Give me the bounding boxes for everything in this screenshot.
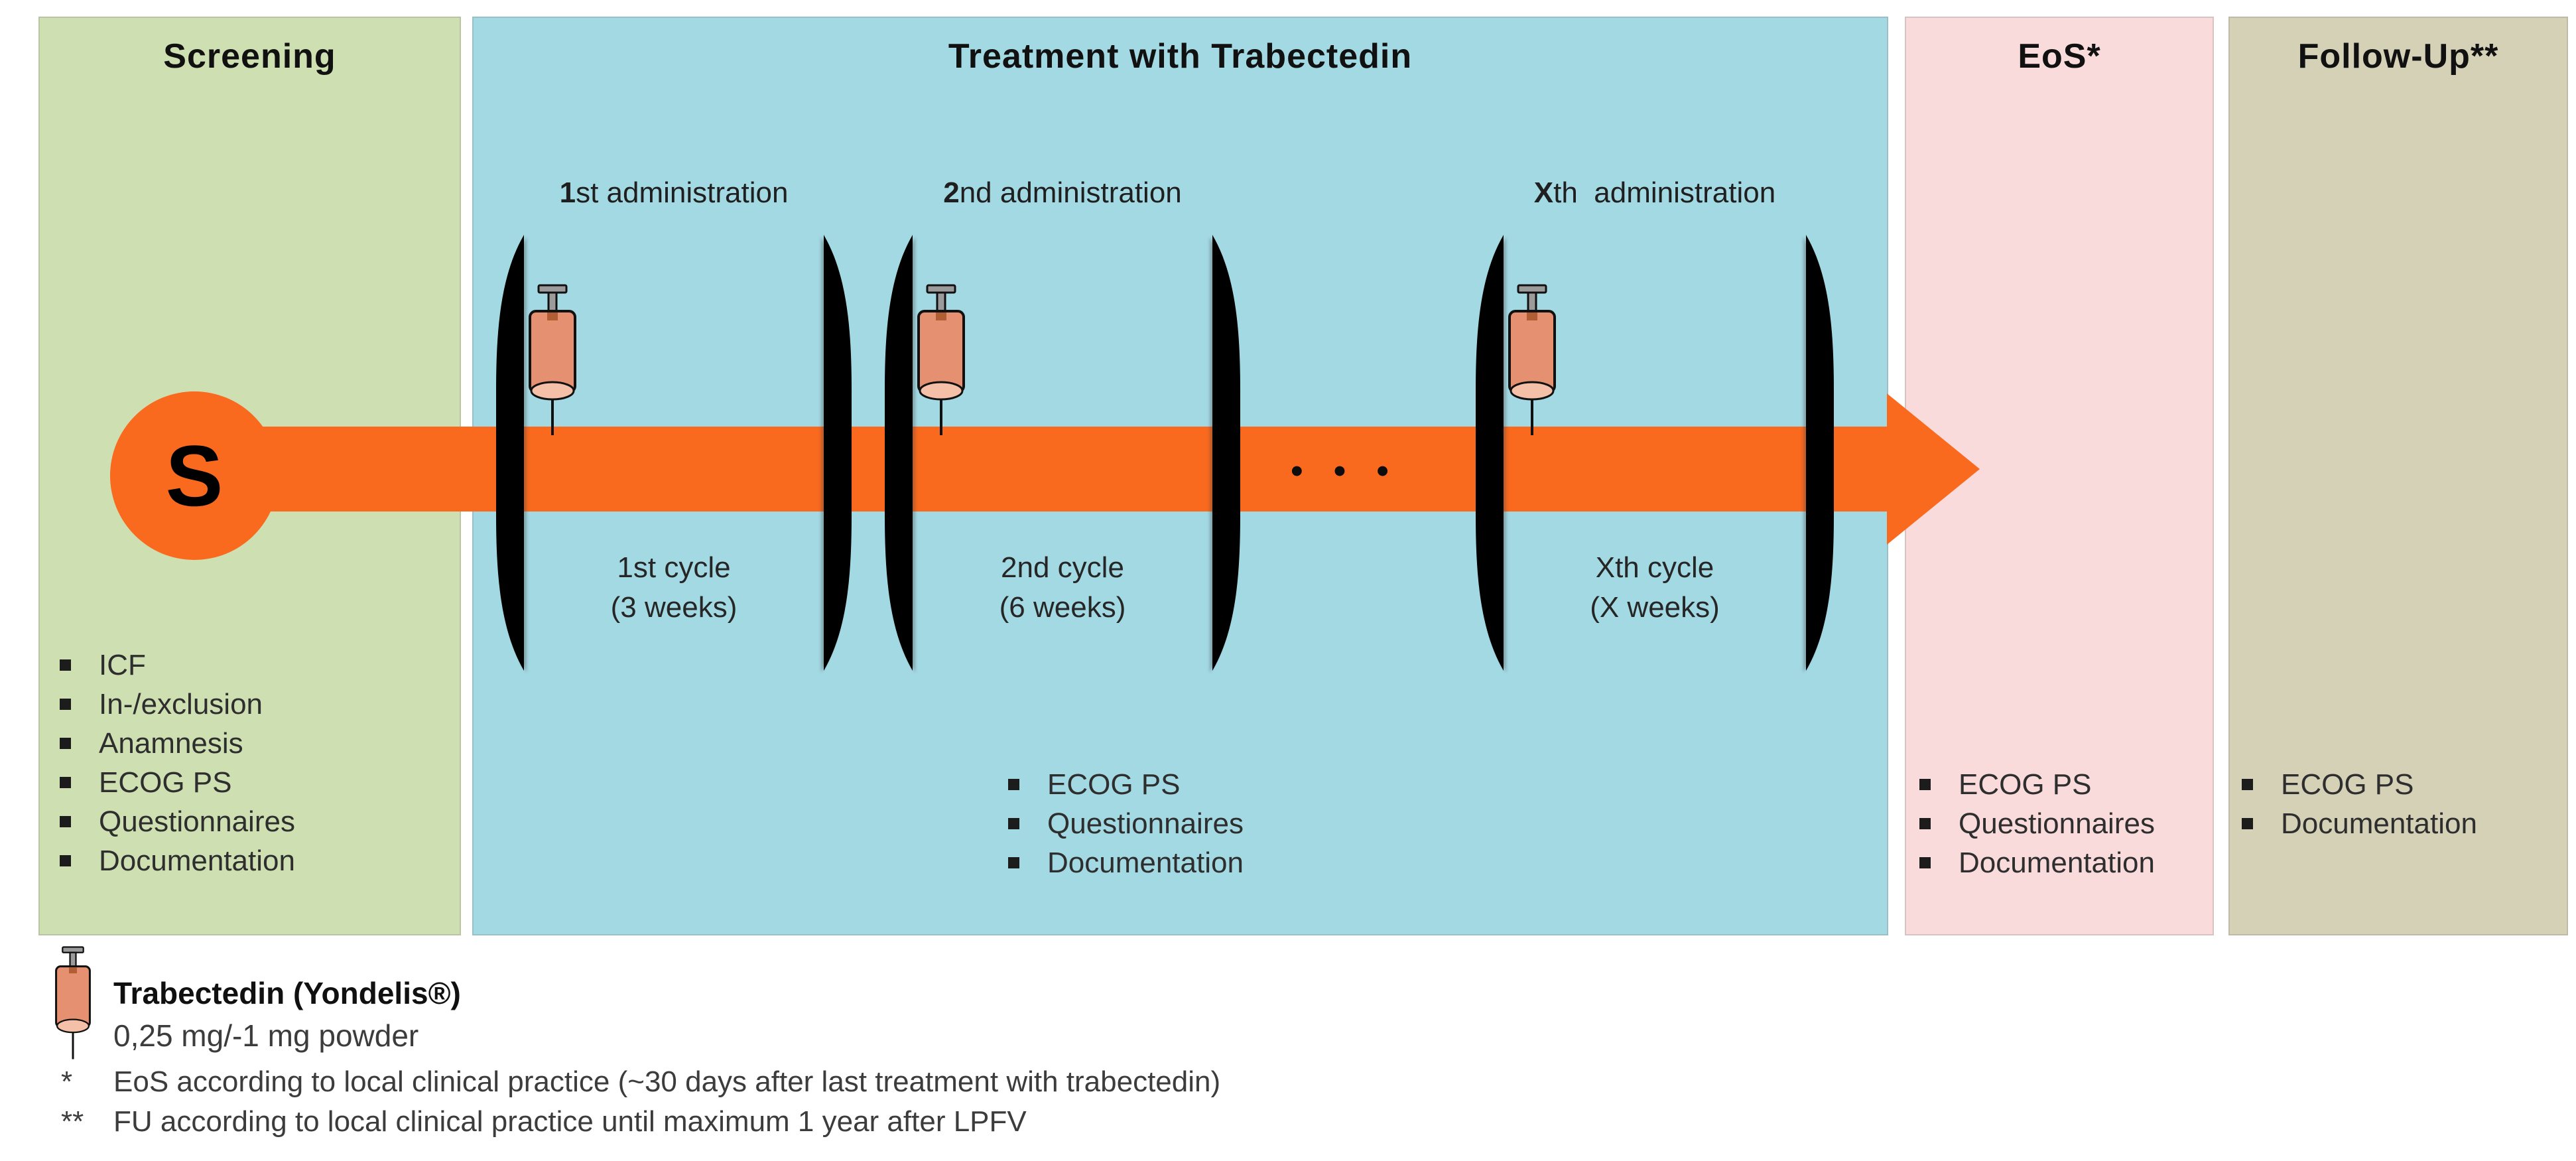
administration-label-2: 2nd administration bbox=[943, 176, 1182, 209]
list-item: In-/exclusion bbox=[60, 685, 295, 724]
cycle-line2: (6 weeks) bbox=[999, 591, 1126, 624]
list-item-label: ECOG PS bbox=[2281, 768, 2414, 801]
cycle-label-x: Xth cycle (X weeks) bbox=[1456, 548, 1854, 628]
bullet-square-icon bbox=[60, 659, 71, 671]
syringe-icon bbox=[1508, 284, 1556, 437]
syringe-icon bbox=[917, 284, 965, 437]
footnote-marker: * bbox=[61, 1065, 73, 1098]
list-item-label: ECOG PS bbox=[1047, 768, 1181, 801]
list-item-label: Questionnaires bbox=[1047, 807, 1244, 840]
panel-followup: Follow-Up** ECOG PS Documentation bbox=[2228, 17, 2568, 935]
footnote-fu: ** FU according to local clinical practi… bbox=[61, 1105, 1027, 1138]
bullet-square-icon bbox=[60, 816, 71, 827]
footnote-text: EoS according to local clinical practice… bbox=[113, 1065, 1221, 1098]
bullet-square-icon bbox=[60, 777, 71, 788]
bullet-square-icon bbox=[1919, 779, 1931, 790]
syringe-icon bbox=[529, 284, 576, 437]
screening-bullet-list: ICF In-/exclusion Anamnesis ECOG PS Ques… bbox=[60, 646, 295, 880]
panel-title-treatment: Treatment with Trabectedin bbox=[948, 37, 1413, 76]
ellipsis-dots: • • • bbox=[1291, 452, 1399, 490]
bullet-square-icon bbox=[2242, 818, 2253, 829]
treatment-bullet-list: ECOG PS Questionnaires Documentation bbox=[1008, 765, 1244, 882]
legend-title: Trabectedin (Yondelis®) bbox=[113, 976, 461, 1010]
panel-title-followup: Follow-Up** bbox=[2297, 37, 2499, 76]
eos-bullet-list: ECOG PS Questionnaires Documentation bbox=[1919, 765, 2155, 882]
bullet-square-icon bbox=[1919, 857, 1931, 868]
footnote-marker: ** bbox=[61, 1105, 84, 1138]
list-item-label: Documentation bbox=[2281, 807, 2477, 840]
start-label: S bbox=[165, 427, 224, 524]
list-item-label: Anamnesis bbox=[99, 726, 243, 760]
bullet-square-icon bbox=[2242, 779, 2253, 790]
bullet-square-icon bbox=[60, 699, 71, 710]
bullet-square-icon bbox=[1008, 857, 1019, 868]
list-item: Questionnaires bbox=[1008, 804, 1244, 843]
screening-start-circle: S bbox=[110, 391, 279, 560]
list-item: ECOG PS bbox=[60, 763, 295, 802]
list-item: ECOG PS bbox=[1008, 765, 1244, 804]
list-item-label: Documentation bbox=[1047, 846, 1244, 879]
panel-title-screening: Screening bbox=[163, 37, 336, 76]
cycle-line2: (3 weeks) bbox=[610, 591, 738, 624]
timeline-arrowhead-icon bbox=[1887, 393, 1980, 545]
cycle-line2: (X weeks) bbox=[1590, 591, 1720, 624]
list-item-label: Documentation bbox=[99, 844, 295, 877]
bullet-square-icon bbox=[1008, 779, 1019, 790]
cycle-line1: 2nd cycle bbox=[1001, 551, 1124, 584]
list-item-label: ICF bbox=[99, 648, 146, 681]
followup-bullet-list: ECOG PS Documentation bbox=[2242, 765, 2477, 843]
list-item: Documentation bbox=[1008, 843, 1244, 882]
cycle-line1: 1st cycle bbox=[617, 551, 731, 584]
list-item: Anamnesis bbox=[60, 724, 295, 763]
cycle-line1: Xth cycle bbox=[1595, 551, 1714, 584]
bullet-square-icon bbox=[1919, 818, 1931, 829]
list-item: Documentation bbox=[1919, 843, 2155, 882]
cycle-label-2: 2nd cycle (6 weeks) bbox=[864, 548, 1261, 628]
list-item-label: Questionnaires bbox=[99, 805, 295, 838]
panel-title-eos: EoS* bbox=[2018, 37, 2101, 76]
list-item-label: Questionnaires bbox=[1959, 807, 2155, 840]
list-item: ECOG PS bbox=[1919, 765, 2155, 804]
list-item: ECOG PS bbox=[2242, 765, 2477, 804]
bullet-square-icon bbox=[60, 738, 71, 749]
bullet-square-icon bbox=[60, 855, 71, 866]
list-item-label: ECOG PS bbox=[99, 766, 232, 799]
footnote-eos: * EoS according to local clinical practi… bbox=[61, 1065, 1220, 1099]
syringe-icon bbox=[55, 946, 91, 1060]
list-item: Documentation bbox=[60, 841, 295, 880]
list-item: Documentation bbox=[2242, 804, 2477, 843]
list-item: ICF bbox=[60, 646, 295, 685]
administration-label-x: Xth administration bbox=[1533, 176, 1776, 209]
footnote-text: FU according to local clinical practice … bbox=[113, 1105, 1027, 1138]
timeline-arrow bbox=[194, 427, 1887, 512]
administration-label-1: 1st administration bbox=[559, 176, 789, 209]
list-item: Questionnaires bbox=[60, 802, 295, 841]
legend-subtitle: 0,25 mg/-1 mg powder bbox=[113, 1018, 419, 1053]
list-item: Questionnaires bbox=[1919, 804, 2155, 843]
list-item-label: Documentation bbox=[1959, 846, 2155, 879]
list-item-label: In-/exclusion bbox=[99, 687, 263, 720]
cycle-label-1: 1st cycle (3 weeks) bbox=[475, 548, 873, 628]
list-item-label: ECOG PS bbox=[1959, 768, 2092, 801]
bullet-square-icon bbox=[1008, 818, 1019, 829]
